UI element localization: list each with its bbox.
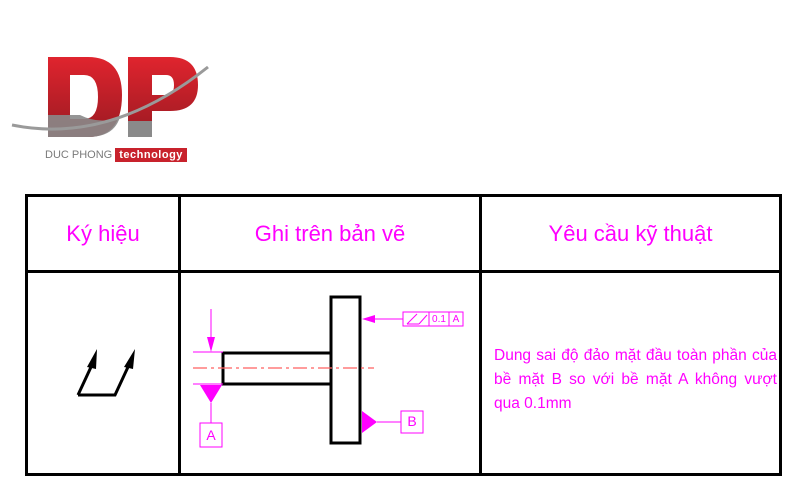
logo-tagline: DUC PHONG technology: [45, 147, 187, 163]
total-runout-icon: [76, 349, 135, 397]
drawing-diagram: [193, 295, 464, 448]
column-divider: [178, 197, 181, 473]
header-divider: [28, 270, 779, 273]
fcf-tolerance-value: 0.1: [432, 314, 446, 325]
datum-a-label: A: [206, 427, 216, 443]
fcf-datum-ref: A: [452, 314, 460, 325]
datum-b-label: B: [407, 413, 417, 429]
dp-logo: [11, 57, 209, 137]
header-drawing: Ghi trên bản vẽ: [254, 220, 406, 246]
header-requirement: Yêu cầu kỹ thuật: [548, 220, 713, 246]
company-name: DUC PHONG: [45, 149, 113, 161]
tolerance-table: Ký hiệu Ghi trên bản vẽ Yêu cầu kỹ thuật: [25, 194, 782, 476]
company-tagline: technology: [115, 148, 187, 162]
column-divider: [479, 197, 482, 473]
requirement-text: Dung sai độ đảo mặt đầu toàn phần của bề…: [494, 347, 777, 412]
header-symbol: Ký hiệu: [66, 220, 140, 246]
